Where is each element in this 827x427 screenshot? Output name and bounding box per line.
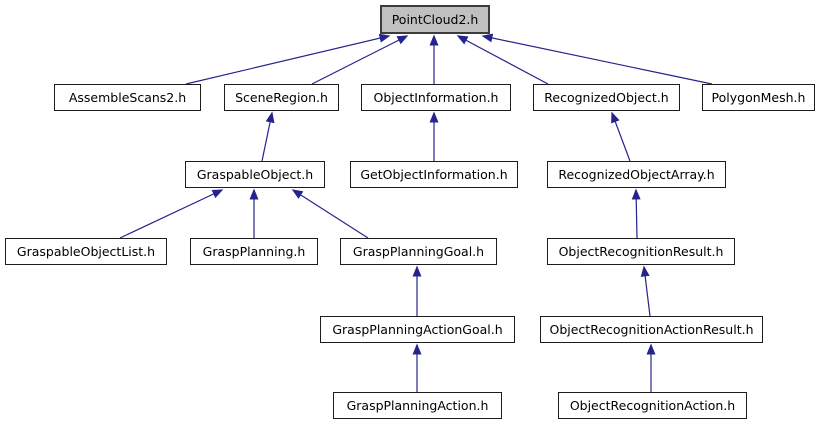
edge-SceneRegion-to-PointCloud2 [311, 35, 409, 85]
edge-RecognizedObjectArray-to-RecognizedObject [611, 111, 631, 162]
edge-ObjectRecognitionActionResult-to-ObjectRecognitionResult [640, 265, 651, 317]
graph-node-RecognizedObject[interactable]: RecognizedObject.h [533, 84, 680, 111]
edge-AssembleScans2-to-PointCloud2 [185, 33, 391, 85]
graph-node-PointCloud2: PointCloud2.h [380, 5, 490, 34]
graph-node-AssembleScans2[interactable]: AssembleScans2.h [54, 84, 201, 111]
edge-GraspPlanningGoal-to-GraspableObject [291, 189, 369, 239]
graph-node-GraspPlanning[interactable]: GraspPlanning.h [190, 238, 318, 265]
graph-node-GraspPlanningGoal[interactable]: GraspPlanningGoal.h [340, 238, 497, 265]
graph-node-GraspableObjectList[interactable]: GraspableObjectList.h [5, 238, 167, 265]
graph-node-ObjectRecognitionActionResult[interactable]: ObjectRecognitionActionResult.h [540, 316, 763, 343]
graph-node-PolygonMesh[interactable]: PolygonMesh.h [702, 84, 815, 111]
edge-RecognizedObject-to-PointCloud2 [456, 35, 549, 85]
graph-node-GraspableObject[interactable]: GraspableObject.h [185, 161, 325, 188]
graph-node-RecognizedObjectArray[interactable]: RecognizedObjectArray.h [547, 161, 726, 188]
graph-node-ObjectRecognitionAction[interactable]: ObjectRecognitionAction.h [558, 392, 747, 419]
graph-node-ObjectInformation[interactable]: ObjectInformation.h [361, 84, 511, 111]
edge-ObjectRecognitionResult-to-RecognizedObjectArray [631, 188, 641, 239]
edge-GraspableObject-to-SceneRegion [261, 111, 275, 162]
graph-node-GraspPlanningAction[interactable]: GraspPlanningAction.h [333, 392, 502, 419]
graph-node-SceneRegion[interactable]: SceneRegion.h [224, 84, 339, 111]
graph-node-GraspPlanningActionGoal[interactable]: GraspPlanningActionGoal.h [320, 316, 515, 343]
graph-node-ObjectRecognitionResult[interactable]: ObjectRecognitionResult.h [547, 238, 735, 265]
graph-node-GetObjectInformation[interactable]: GetObjectInformation.h [350, 161, 518, 188]
edge-GraspableObjectList-to-GraspableObject [119, 189, 224, 239]
edge-PolygonMesh-to-PointCloud2 [481, 33, 713, 85]
